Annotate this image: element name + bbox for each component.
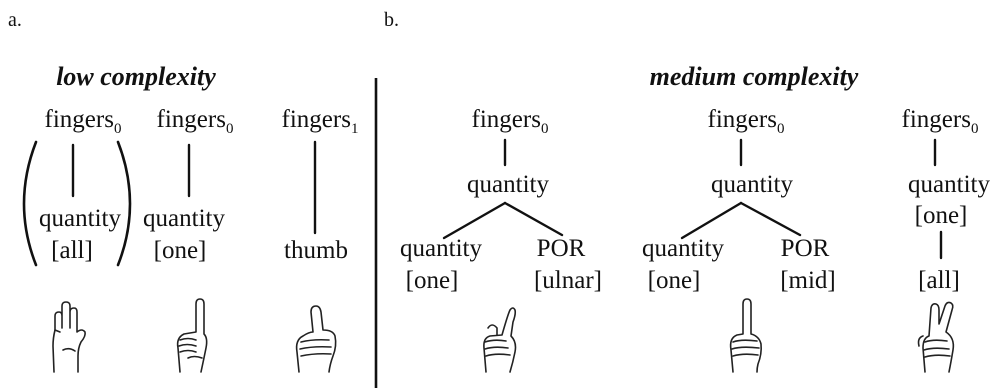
tree-b2-mid: quantity	[711, 171, 793, 198]
tree-b3: fingers0 quantity [one] [all]	[902, 106, 991, 294]
tree-a1: fingers0 quantity [all]	[22, 106, 132, 267]
right-parenthesis	[116, 140, 132, 267]
middle-finger-icon	[729, 298, 762, 373]
tree-b2-right-line1: POR	[781, 235, 830, 262]
tree-a1-root: fingers0	[45, 106, 122, 137]
tree-b3-mid-line1: quantity	[908, 171, 990, 198]
tree-b1: fingers0 quantity quantity [one] POR [ul…	[400, 106, 602, 294]
tree-a2-child-line1: quantity	[143, 205, 225, 232]
tree-b3-root: fingers0	[902, 106, 979, 137]
tree-b1-right-line1: POR	[537, 235, 586, 262]
tree-b2-left-line2: [one]	[648, 267, 701, 294]
tree-b2-right-line2: [mid]	[780, 267, 836, 294]
panel-b-label: b.	[384, 9, 399, 31]
thumb-up-icon	[295, 305, 337, 373]
medium-complexity-heading: medium complexity	[650, 62, 859, 91]
tree-b2: fingers0 quantity quantity [one] POR [mi…	[642, 106, 836, 294]
tree-b1-edge-left	[442, 201, 507, 240]
tree-b3-child: [all]	[918, 267, 960, 294]
tree-b3-mid-line2: [one]	[915, 202, 968, 229]
tree-b1-edge-right	[503, 201, 564, 237]
tree-a3: fingers1 thumb	[282, 106, 359, 264]
tree-a1-child-line2: [all]	[51, 237, 93, 264]
tree-a2-child-line2: [one]	[154, 237, 207, 264]
tree-a2: fingers0 quantity [one]	[143, 106, 233, 264]
tree-b2-root: fingers0	[708, 106, 785, 137]
tree-b2-left-line1: quantity	[642, 235, 724, 262]
tree-a3-root: fingers1	[282, 106, 359, 137]
tree-a3-child: thumb	[284, 237, 348, 264]
tree-b1-root: fingers0	[472, 106, 549, 137]
tree-b1-right-line2: [ulnar]	[534, 267, 602, 294]
tree-a2-root: fingers0	[157, 106, 234, 137]
left-parenthesis	[22, 140, 38, 267]
tree-b2-edge-right	[739, 201, 802, 237]
pinky-finger-icon	[483, 307, 517, 373]
tree-b2-edge-left	[680, 201, 743, 240]
low-complexity-heading: low complexity	[56, 62, 216, 91]
panel-a-label: a.	[8, 9, 22, 31]
index-finger-icon	[176, 298, 208, 373]
tree-b1-mid: quantity	[467, 171, 549, 198]
flat-hand-icon	[52, 301, 86, 373]
tree-a1-child-line1: quantity	[39, 205, 121, 232]
crossed-fingers-icon	[917, 301, 955, 373]
tree-b1-left-line2: [one]	[406, 267, 459, 294]
tree-b1-left-line1: quantity	[400, 235, 482, 262]
